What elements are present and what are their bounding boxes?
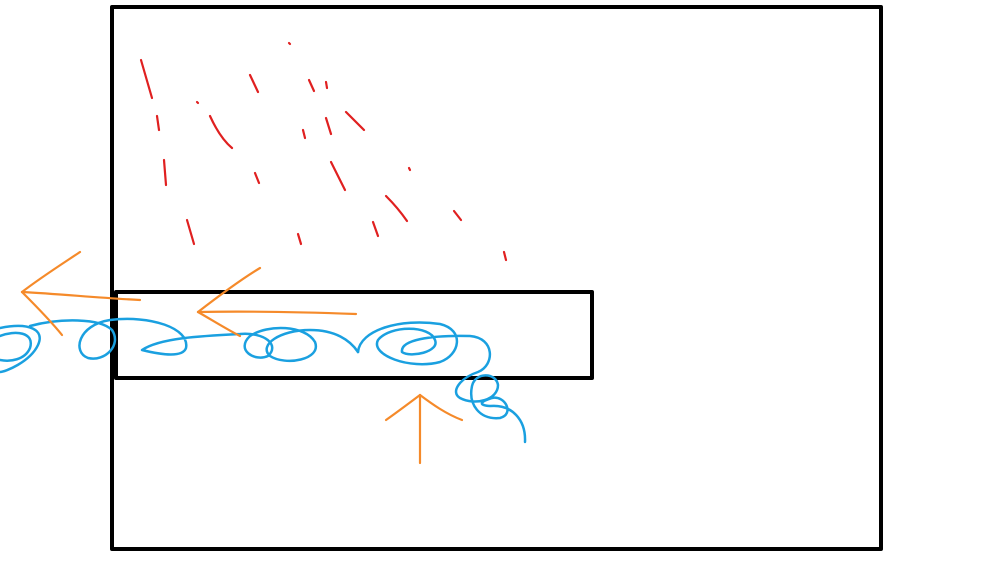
rain-streaks (139, 41, 508, 262)
arrow-left-outer (20, 250, 142, 337)
arrow-up (384, 393, 464, 465)
outer-frame (110, 5, 883, 551)
swirl-line (0, 317, 527, 444)
inner-bar (114, 290, 594, 380)
arrow-left-inner (196, 266, 358, 338)
